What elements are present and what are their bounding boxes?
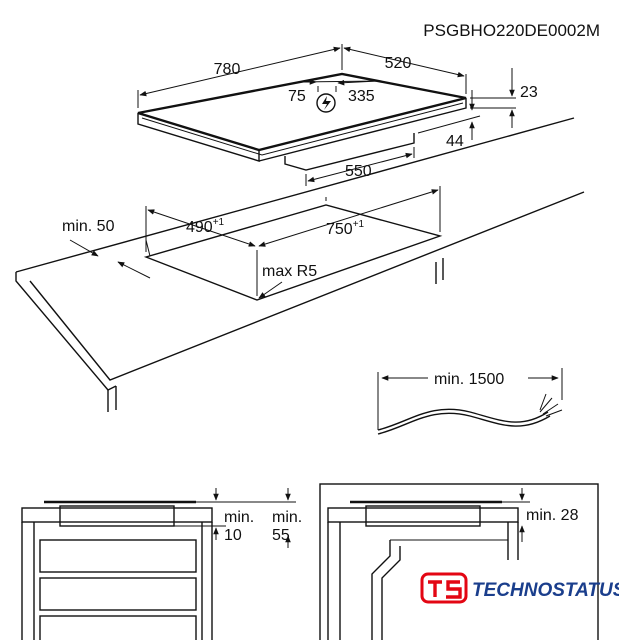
side1-clearance-value: 55 [272,527,290,544]
side1-clearance-min-label: min. [272,509,302,526]
corner-radius-label: max R5 [262,263,317,280]
hob-thickness-label: 23 [520,84,538,101]
cutout-dimension-lines [69,186,441,299]
model-code: PSGBHO220DE0002M [423,21,600,40]
hob-depth-label: 520 [385,55,412,72]
brand-name: TECHNOSTATUS [472,580,619,601]
cable-length-label: min. 1500 [434,371,504,388]
hob-dimension-lines [137,44,516,186]
side-view-2 [319,483,599,640]
connection-offset-label: 75 [288,88,306,105]
hob-width-label: 780 [214,61,241,78]
min-wall-distance-label: min. 50 [62,218,115,235]
side2-clearance-label: min. 28 [526,507,579,524]
cable-drawing [377,368,563,435]
lightning-icon [322,96,331,110]
cutout-width-label: 750+1 [326,219,365,238]
connection-distance-label: 335 [348,88,375,105]
side1-gap-value: 10 [224,527,242,544]
brand-logo: TECHNOSTATUS [420,572,619,604]
cutout-depth-label: 490+1 [186,217,225,236]
side-view-1 [21,488,296,640]
side1-gap-min-label: min. [224,509,254,526]
hob-unit-height-label: 44 [446,133,464,150]
